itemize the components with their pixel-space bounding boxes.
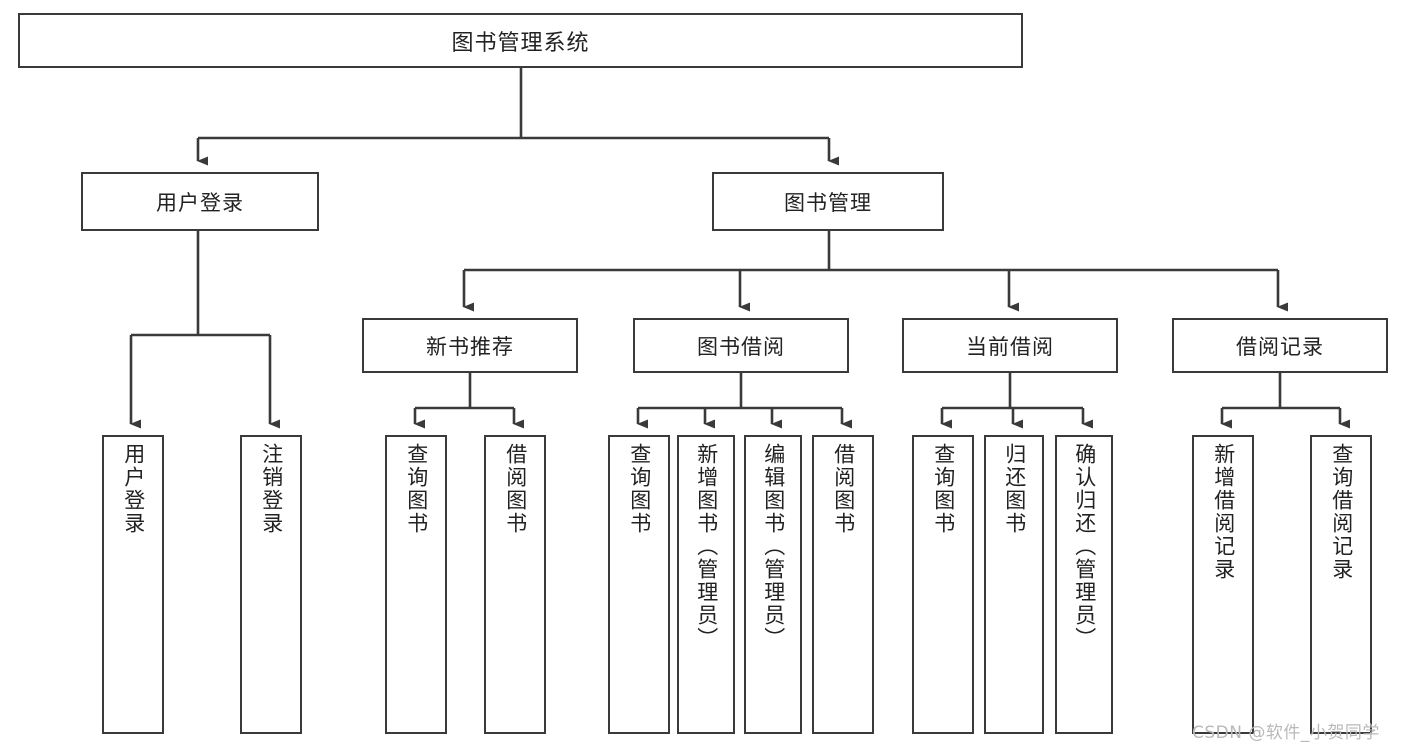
leaf-node-leaf-add-record[interactable]: 新增借阅记录 [1192,435,1254,734]
leaf-node-leaf-confirm-return[interactable]: 确认归还（管理员） [1055,435,1113,734]
node-label: 新书推荐 [426,334,514,359]
leaf-node-leaf-add-book[interactable]: 新增图书（管理员） [677,435,735,734]
node-label: 用户登录 [121,443,146,535]
leaf-node-leaf-borrow-book[interactable]: 借阅图书 [812,435,874,734]
node-label: 借阅记录 [1236,334,1324,359]
node-label: 编辑图书（管理员） [761,443,786,650]
leaf-node-leaf-logout[interactable]: 注销登录 [240,435,302,734]
node-label: 图书管理 [784,190,872,215]
node-label: 图书借阅 [697,334,785,359]
node-label: 图书管理系统 [451,30,590,56]
node-current-borrow[interactable]: 当前借阅 [902,318,1118,373]
node-book-manage[interactable]: 图书管理 [712,172,944,231]
node-label: 当前借阅 [966,334,1054,359]
leaf-node-leaf-return-book[interactable]: 归还图书 [984,435,1044,734]
leaf-node-leaf-query-record[interactable]: 查询借阅记录 [1310,435,1372,734]
node-label: 查询图书 [931,443,956,535]
node-root-system[interactable]: 图书管理系统 [18,13,1023,68]
node-label: 归还图书 [1002,443,1027,535]
node-label: 用户登录 [156,190,244,215]
leaf-node-leaf-borrow-book-recommend[interactable]: 借阅图书 [484,435,546,734]
leaf-node-leaf-edit-book[interactable]: 编辑图书（管理员） [744,435,802,734]
node-label: 注销登录 [259,443,284,535]
leaf-node-leaf-query-book-current[interactable]: 查询图书 [912,435,974,734]
node-new-book-recommend[interactable]: 新书推荐 [362,318,578,373]
node-book-borrow[interactable]: 图书借阅 [633,318,849,373]
node-label: 新增借阅记录 [1211,443,1236,581]
node-label: 借阅图书 [503,443,528,535]
node-label: 确认归还（管理员） [1072,443,1097,650]
node-label: 借阅图书 [831,443,856,535]
leaf-node-leaf-query-book-borrow[interactable]: 查询图书 [608,435,670,734]
leaf-node-leaf-query-book-recommend[interactable]: 查询图书 [385,435,447,734]
node-label: 查询图书 [627,443,652,535]
leaf-node-leaf-user-login[interactable]: 用户登录 [102,435,164,734]
node-label: 查询借阅记录 [1329,443,1354,581]
node-borrow-record[interactable]: 借阅记录 [1172,318,1388,373]
node-label: 新增图书（管理员） [694,443,719,650]
node-label: 查询图书 [404,443,429,535]
node-user-login[interactable]: 用户登录 [81,172,319,231]
